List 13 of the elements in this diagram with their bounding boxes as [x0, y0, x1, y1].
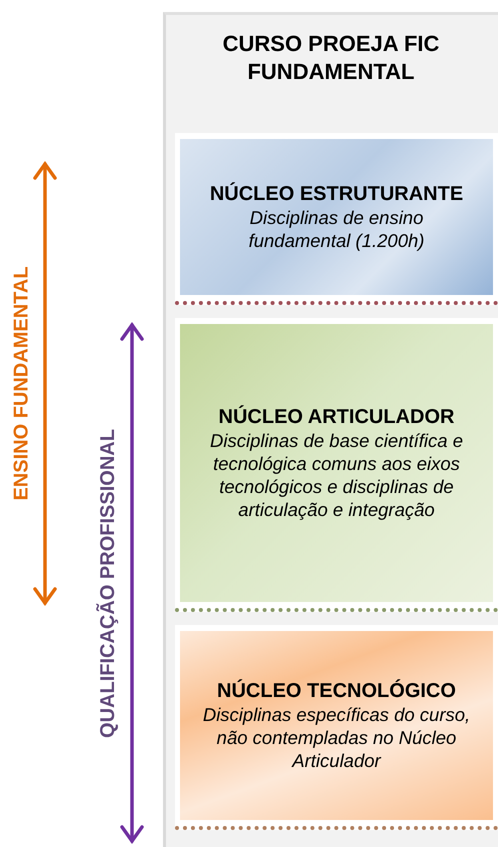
core-description: Disciplinas de base científica e tecnológica comuns aos eixos tecnológicos e disciplinas de articulação e integração: [209, 428, 464, 520]
span-label: QUALIFICAÇÃO PROFISSIONAL: [96, 428, 120, 738]
course-title: CURSO PROEJA FIC FUNDAMENTAL: [222, 30, 440, 86]
core-description: Disciplinas específicas do curso, não contempladas no Núcleo Articulador: [202, 702, 471, 772]
core-box: [175, 625, 498, 830]
core-heading: NÚCLEO TECNOLÓGICO: [216, 680, 457, 702]
core-box: [175, 318, 498, 612]
core-box: [175, 133, 498, 305]
core-heading: NÚCLEO ESTRUTURANTE: [208, 182, 464, 206]
course-panel: [163, 12, 498, 847]
span-label: ENSINO FUNDAMENTAL: [10, 266, 34, 501]
core-description: Disciplinas de ensino fundamental (1.200h): [248, 206, 426, 252]
core-heading: NÚCLEO ARTICULADOR: [218, 406, 456, 428]
